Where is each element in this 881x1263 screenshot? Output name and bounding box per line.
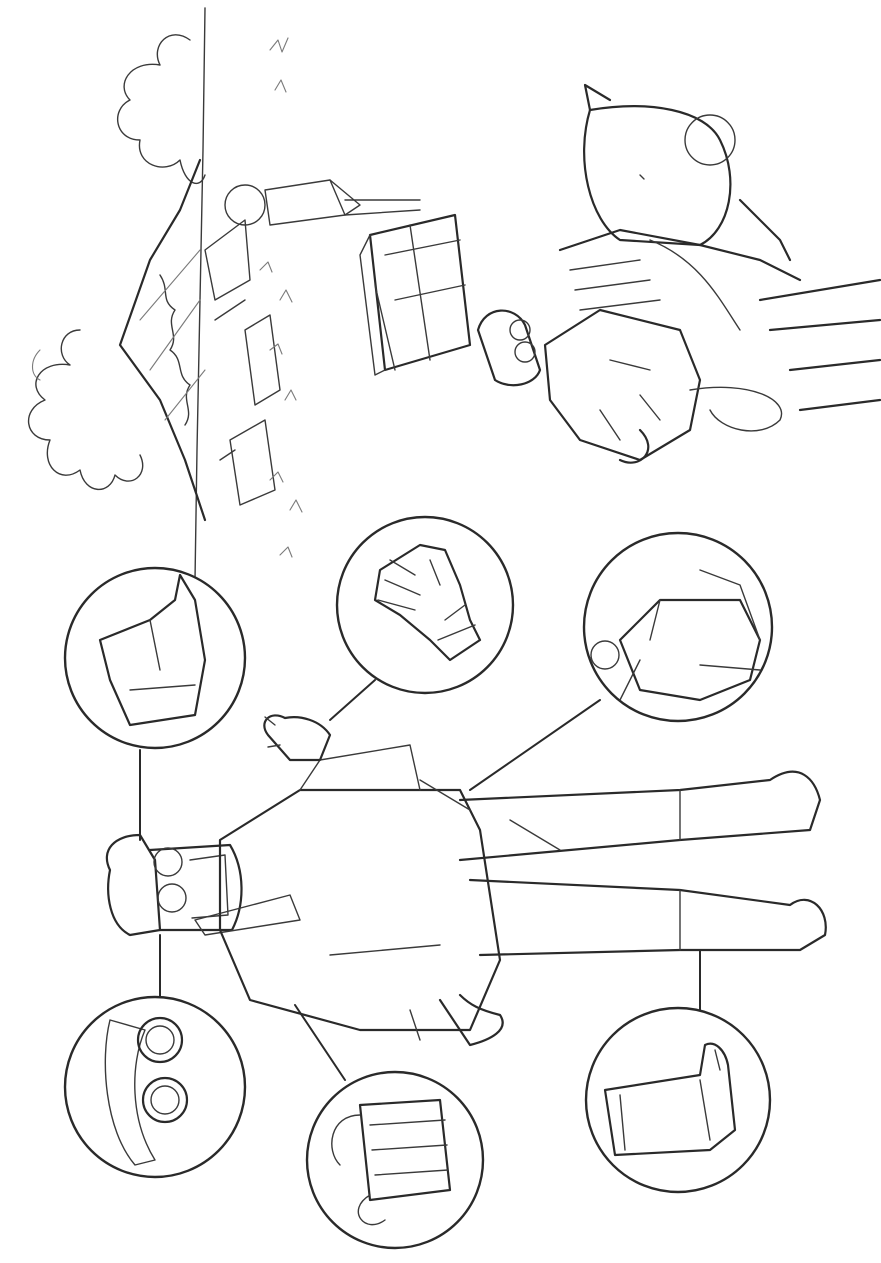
ppe-item-boots: [586, 1008, 770, 1192]
connectors: [140, 680, 700, 1080]
ppe-item-coverall: [584, 533, 772, 721]
person-icon: [478, 310, 700, 463]
cloud-icon: [118, 35, 205, 184]
person-icon: [225, 180, 420, 225]
pig-icon: [560, 85, 880, 410]
mountain-icon: [120, 160, 205, 520]
background-scene: [29, 8, 880, 580]
ppe-item-gloves: [337, 517, 513, 693]
worker-figure: [107, 715, 826, 1045]
rope-icon: [650, 240, 782, 431]
ppe-item-hood: [65, 568, 245, 748]
ppe-item-goggles: [65, 997, 245, 1177]
ppe-item-face-mask: [307, 1072, 483, 1248]
crate-icon: [360, 215, 470, 375]
grass-icon: [260, 38, 302, 557]
